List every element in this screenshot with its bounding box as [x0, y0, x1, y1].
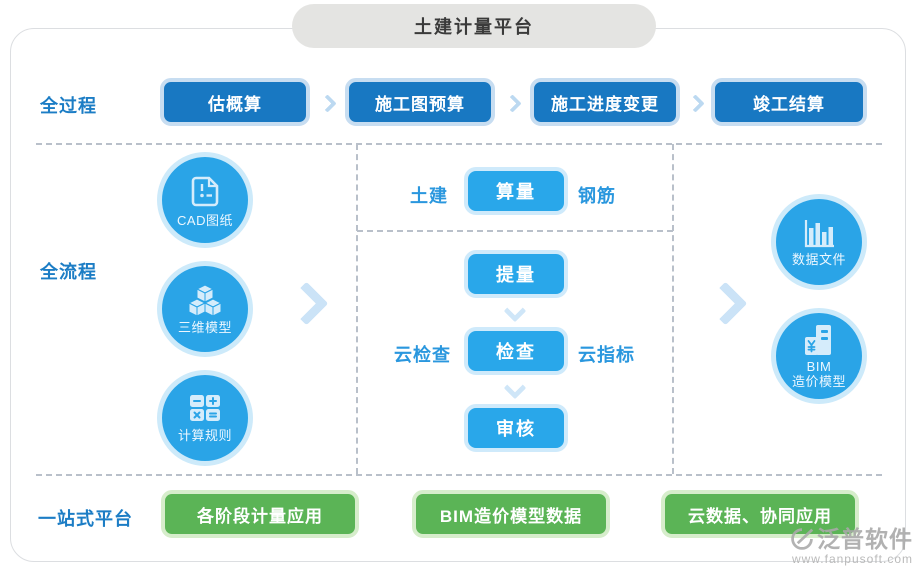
domain-label-rebar: 钢筋: [578, 186, 616, 206]
core-button-quantity-calc: 算量: [464, 167, 568, 215]
cube-3d-icon: [187, 284, 223, 317]
process-step-estimate: 估概算: [160, 78, 310, 126]
cad-file-icon: [191, 176, 219, 207]
watermark-brand-row: 泛普软件: [790, 527, 913, 551]
platform-row-label: 一站式平台: [38, 509, 133, 529]
platform-button-bim-cost-data: BIM造价模型数据: [412, 490, 610, 538]
input-circle-label: 计算规则: [177, 428, 232, 444]
calculator-icon: [190, 395, 220, 422]
flow-step-check: 检查: [464, 327, 568, 375]
cloud-check-label: 云检查: [394, 345, 451, 365]
domain-label-civil: 土建: [410, 186, 448, 206]
flow-step-audit: 审核: [464, 404, 568, 452]
input-circle-cad-drawing: CAD图纸: [157, 152, 253, 248]
center-panel-left-border: [356, 144, 358, 474]
bar-chart-icon: [804, 220, 834, 248]
bim-cost-model-icon: [805, 324, 831, 355]
output-circle-label: 数据文件: [791, 252, 846, 268]
dashed-divider-top: [36, 143, 882, 145]
watermark-logo-icon: [791, 528, 814, 550]
process-step-final-settlement: 竣工结算: [711, 78, 867, 126]
flow-row-label: 全流程: [40, 262, 97, 282]
flow-step-extract: 提量: [464, 250, 568, 298]
platform-button-stage-apps: 各阶段计量应用: [161, 490, 359, 538]
input-circle-3d-model: 三维模型: [157, 261, 253, 357]
process-row-label: 全过程: [40, 96, 97, 116]
output-circle-label-line2: 造价模型: [791, 373, 846, 389]
input-circle-calc-rules: 计算规则: [157, 370, 253, 466]
center-panel-inner-divider: [357, 230, 673, 232]
platform-button-cloud-collab: 云数据、协同应用: [661, 490, 859, 538]
input-circle-label: CAD图纸: [177, 213, 233, 229]
input-circle-label: 三维模型: [177, 320, 232, 336]
cloud-index-label: 云指标: [578, 345, 635, 365]
watermark-brand-text: 泛普软件: [817, 525, 913, 552]
dashed-divider-bottom: [36, 474, 882, 476]
watermark-url: www.fanpusoft.com: [791, 552, 913, 566]
output-circle-data-files: 数据文件: [771, 194, 867, 290]
process-step-progress-change: 施工进度变更: [530, 78, 680, 126]
watermark: 泛普软件 www.fanpusoft.com: [790, 527, 913, 566]
output-circle-label-line1: BIM: [806, 358, 832, 374]
diagram-title: 土建计量平台: [292, 4, 656, 48]
center-panel-right-border: [672, 144, 674, 474]
process-step-drawing-budget: 施工图预算: [345, 78, 495, 126]
